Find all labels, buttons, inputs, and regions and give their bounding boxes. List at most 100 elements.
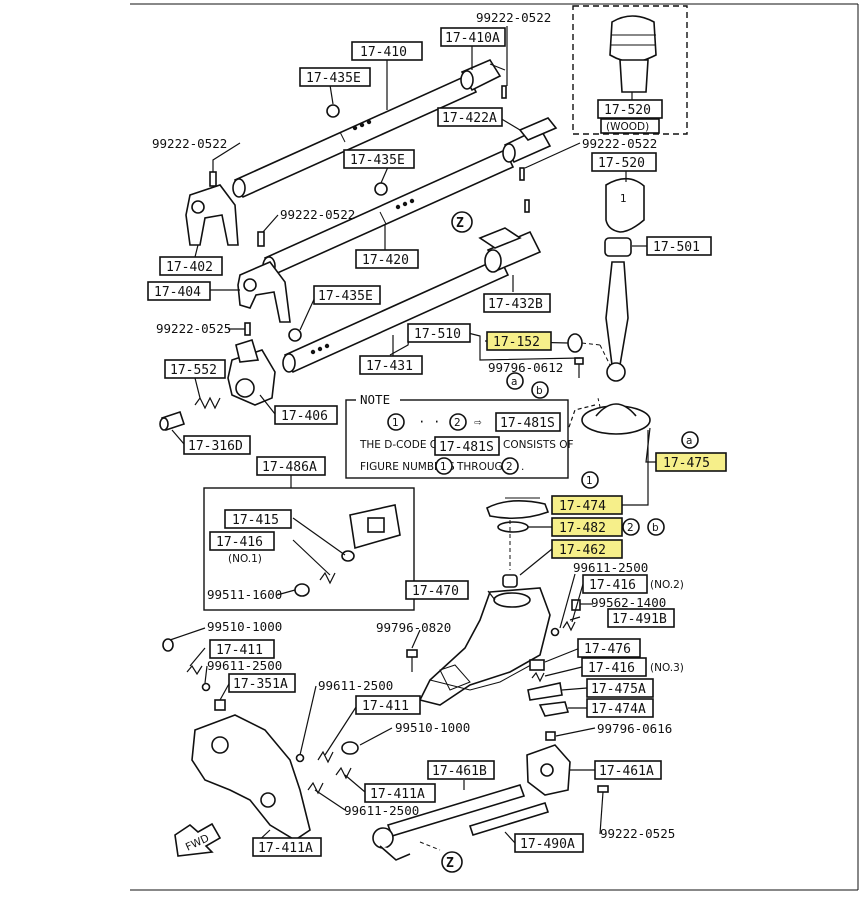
svg-text:FIGURE NUMBERS: FIGURE NUMBERS xyxy=(360,461,455,473)
label-17-435E-b: 17-435E xyxy=(343,149,415,169)
group-box-17-486A xyxy=(203,487,415,611)
svg-text:b: b xyxy=(652,522,659,534)
spring-17-411A xyxy=(335,766,352,780)
svg-text:17-351A: 17-351A xyxy=(233,677,288,692)
note-box: NOTE 1 · · · 2 ⇨ 17-481S THE D-CODE OF 1… xyxy=(345,392,574,479)
label-99562-1400: 99562-1400 xyxy=(591,595,666,610)
svg-text:17-406: 17-406 xyxy=(281,409,328,424)
label-99611-2500-d: 99611-2500 xyxy=(344,803,419,818)
svg-text:17-416: 17-416 xyxy=(216,535,263,550)
svg-text:.: . xyxy=(521,461,524,473)
svg-text:Z: Z xyxy=(446,856,454,871)
svg-text:17-415: 17-415 xyxy=(232,513,279,528)
svg-text:THROUGH: THROUGH xyxy=(456,461,511,473)
label-99222-0525-b: 99222-0525 xyxy=(600,826,675,841)
label-17-416-no2: 17-416 xyxy=(582,574,648,594)
svg-text:2: 2 xyxy=(506,461,513,473)
spring-17-411-a xyxy=(186,664,203,676)
bolt-99796-0616 xyxy=(545,731,556,741)
svg-text:17-431: 17-431 xyxy=(366,359,413,374)
svg-text:17-411A: 17-411A xyxy=(258,841,313,856)
svg-text:17-316D: 17-316D xyxy=(188,439,243,454)
ball-99611-2500-b xyxy=(201,682,211,692)
svg-text:17-520: 17-520 xyxy=(598,156,645,171)
label-17-520: 17-520 xyxy=(591,152,657,172)
plug-99510-1000-a xyxy=(162,638,174,652)
svg-text:17-490A: 17-490A xyxy=(520,837,575,852)
callout-b-left: b xyxy=(531,381,549,399)
svg-text:17-435E: 17-435E xyxy=(306,71,361,86)
shift-rod-17-461B xyxy=(372,784,526,861)
plate-17-474A xyxy=(538,701,570,717)
label-17-411A: 17-411A xyxy=(252,837,322,857)
label-17-475: 17-475 xyxy=(655,452,727,472)
cover-plate-17-486A xyxy=(349,504,401,550)
svg-text:17-501: 17-501 xyxy=(653,240,700,255)
label-99222-0522-c: 99222-0522 xyxy=(582,136,657,151)
svg-text:17-475A: 17-475A xyxy=(591,682,646,697)
label-no2: (NO.2) xyxy=(650,579,684,591)
spring-17-552 xyxy=(194,396,221,410)
svg-text:CONSISTS OF: CONSISTS OF xyxy=(503,439,574,451)
label-99510-1000-b: 99510-1000 xyxy=(395,720,470,735)
label-17-461B: 17-461B xyxy=(427,760,495,780)
label-17-486A: 17-486A xyxy=(256,456,326,476)
label-17-416-no3: 17-416 xyxy=(581,657,647,677)
spring-17-416-no2 xyxy=(562,620,576,632)
label-99611-2500-b: 99611-2500 xyxy=(207,658,282,673)
label-99222-0525-a: 99222-0525 xyxy=(156,321,231,336)
bolt-99796-0820 xyxy=(406,649,418,672)
svg-text:17-481S: 17-481S xyxy=(439,440,494,455)
spring-17-416-no3 xyxy=(531,671,545,683)
svg-text:17-474: 17-474 xyxy=(559,499,606,514)
label-17-482: 17-482 xyxy=(551,517,623,537)
shift-knob-wood xyxy=(572,5,688,135)
svg-text:17-402: 17-402 xyxy=(166,260,213,275)
housing-17-351A xyxy=(191,714,311,841)
svg-text:17-475: 17-475 xyxy=(663,456,710,471)
svg-text:· · ·: · · · xyxy=(418,414,456,429)
label-17-491B: 17-491B xyxy=(607,608,675,628)
label-17-470: 17-470 xyxy=(405,580,469,600)
label-17-462: 17-462 xyxy=(551,539,623,559)
bushing-17-462 xyxy=(502,574,518,588)
callout-one: 1 xyxy=(581,471,599,489)
label-17-552: 17-552 xyxy=(164,359,226,379)
label-17-435E-c: 17-435E xyxy=(313,285,381,305)
svg-text:17-461A: 17-461A xyxy=(599,764,654,779)
shift-fork-17-406 xyxy=(227,338,276,406)
label-99796-0820: 99796-0820 xyxy=(376,620,451,635)
svg-text:17-474A: 17-474A xyxy=(591,702,646,717)
svg-text:17-461B: 17-461B xyxy=(432,764,487,779)
svg-text:(WOOD): (WOOD) xyxy=(606,121,649,133)
svg-text:17-416: 17-416 xyxy=(589,578,636,593)
label-17-411-b: 17-411 xyxy=(355,695,421,715)
label-99796-0616: 99796-0616 xyxy=(597,721,672,736)
label-17-316D: 17-316D xyxy=(183,435,251,455)
svg-text:17-411: 17-411 xyxy=(216,643,263,658)
plate-17-474 xyxy=(486,497,550,520)
ball-99611-2500-c xyxy=(295,753,305,763)
label-17-490A: 17-490A xyxy=(514,833,584,853)
svg-text:1: 1 xyxy=(586,475,593,487)
svg-text:THE D-CODE OF: THE D-CODE OF xyxy=(359,439,444,451)
plug-99510-1000-b xyxy=(341,741,359,755)
svg-text:b: b xyxy=(536,385,543,397)
lever-boot-17-501 xyxy=(604,237,632,257)
svg-text:17-491B: 17-491B xyxy=(612,612,667,627)
label-no1: (NO.1) xyxy=(228,553,262,565)
joint-17-461A xyxy=(526,744,571,796)
label-17-410A: 17-410A xyxy=(440,27,506,47)
svg-text:17-552: 17-552 xyxy=(170,363,217,378)
label-17-520-wood: 17-520 xyxy=(597,99,663,119)
spring-17-416-no1 xyxy=(319,571,336,585)
spring-17-411-b xyxy=(317,750,334,764)
svg-text:17-411: 17-411 xyxy=(362,699,409,714)
label-17-411A-lower: 17-411A xyxy=(364,783,436,803)
spring-99611-2500-d xyxy=(307,781,324,795)
svg-text:1: 1 xyxy=(620,193,627,205)
svg-text:17-404: 17-404 xyxy=(154,285,201,300)
svg-text:17-152: 17-152 xyxy=(493,335,540,350)
